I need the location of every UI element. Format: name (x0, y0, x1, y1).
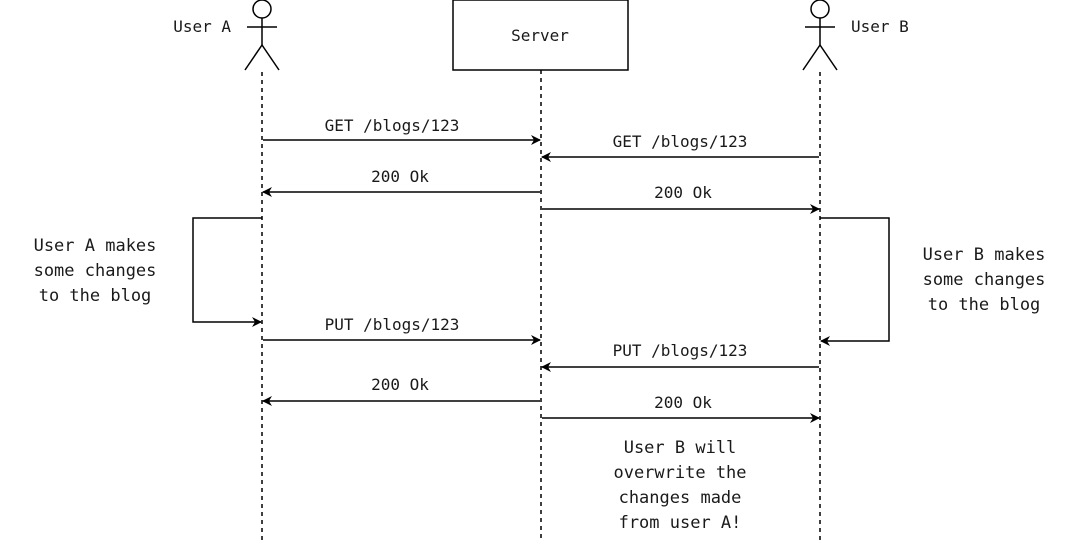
warning-line-2: overwrite the (613, 463, 746, 483)
server-label: Server (511, 26, 569, 45)
user-b-actor-icon (802, 0, 838, 71)
message-label-ok-a1: 200 Ok (371, 167, 429, 186)
warning-line-3: changes made (619, 488, 742, 508)
note-user-a-line-3: to the blog (39, 286, 152, 306)
message-label-put-a: PUT /blogs/123 (325, 315, 460, 334)
user-b-label: User B (851, 17, 909, 36)
message-label-put-b: PUT /blogs/123 (613, 341, 748, 360)
message-label-ok-b1: 200 Ok (654, 183, 712, 202)
note-user-a-line-2: some changes (34, 261, 157, 281)
warning-line-4: from user A! (619, 513, 742, 533)
server-box (452, 0, 629, 71)
note-user-a-line-1: User A makes (34, 236, 157, 256)
message-label-ok-b2: 200 Ok (654, 393, 712, 412)
note-user-b-line-3: to the blog (928, 295, 1041, 315)
user-a-label: User A (173, 17, 231, 36)
message-label-ok-a2: 200 Ok (371, 375, 429, 394)
message-label-get-b: GET /blogs/123 (613, 132, 748, 151)
note-user-b-line-2: some changes (923, 270, 1046, 290)
warning-line-1: User B will (624, 438, 737, 458)
user-a-actor-icon (244, 0, 280, 71)
self-loop-user-b (820, 217, 890, 346)
message-label-get-a: GET /blogs/123 (325, 116, 460, 135)
self-loop-user-a (192, 217, 262, 327)
note-user-b-line-1: User B makes (923, 245, 1046, 265)
